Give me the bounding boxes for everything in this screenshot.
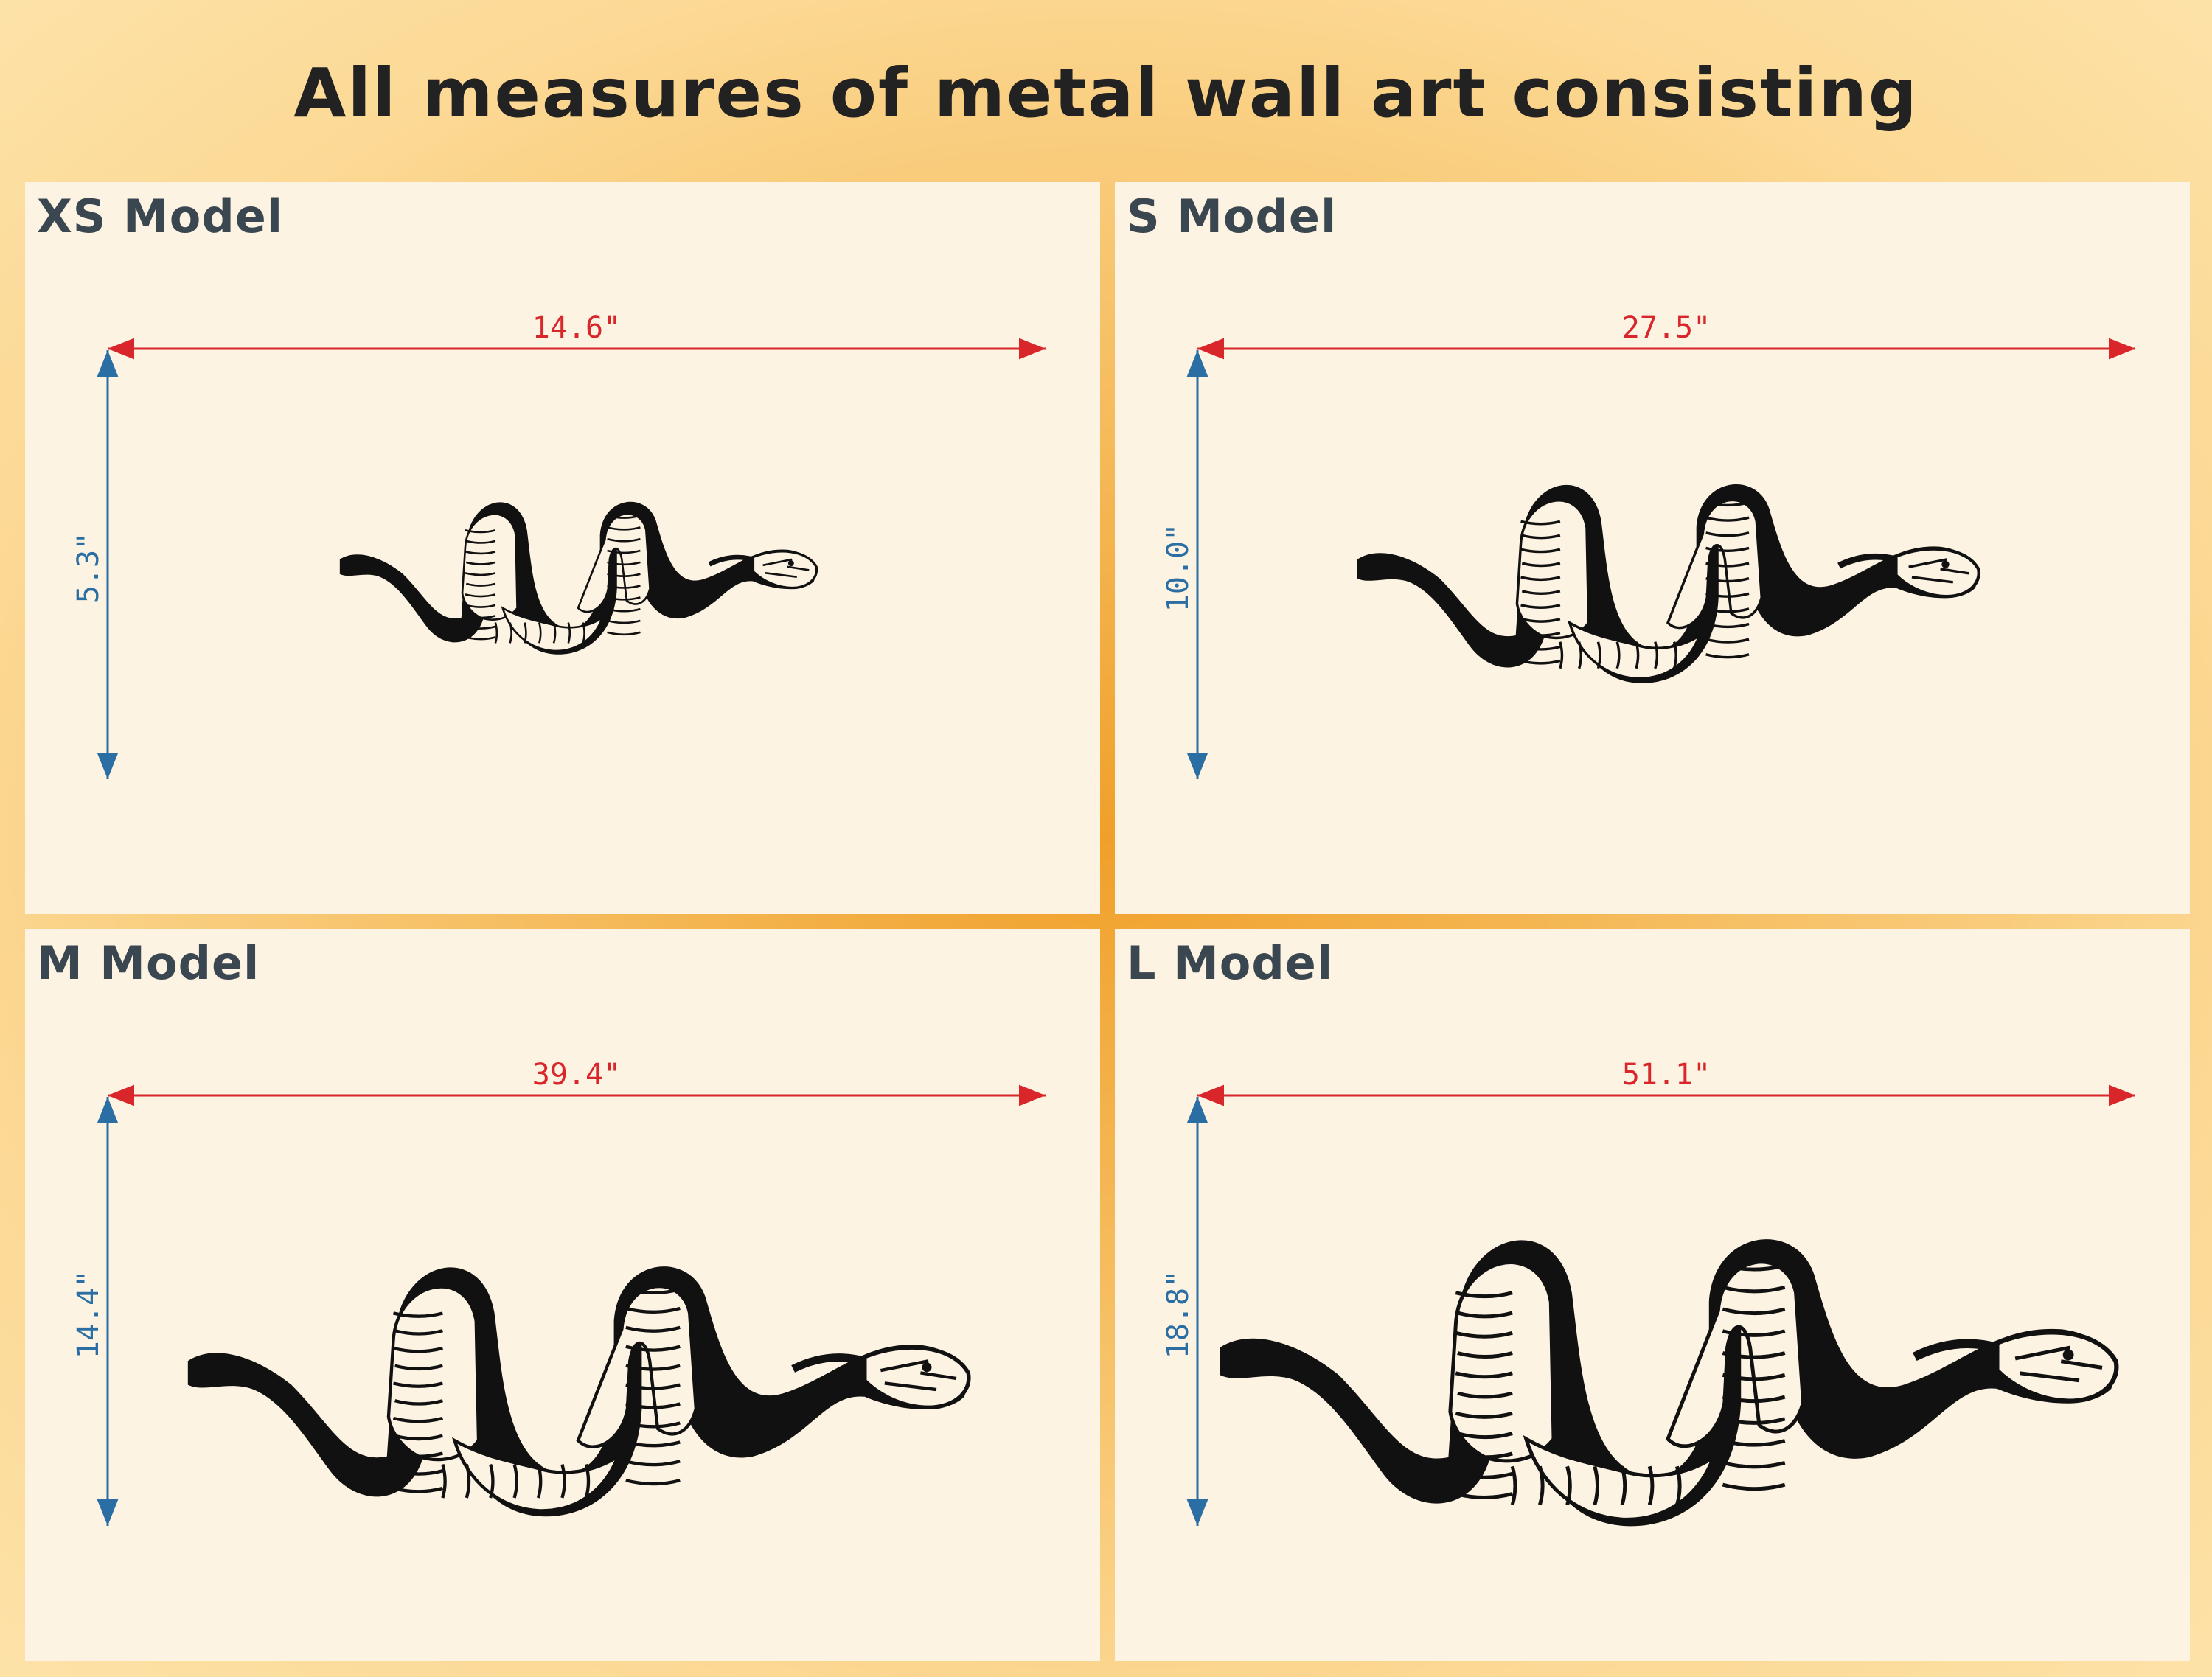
height-label: 14.4" [72,1269,105,1359]
dimension-arrows [1186,1084,2135,1526]
height-label: 10.0" [1161,523,1195,613]
height-label: 18.8" [1161,1269,1195,1359]
page-title: All measures of metal wall art consistin… [293,54,1919,133]
width-label: 27.5" [1621,311,1711,345]
model-label: S Model [1127,189,1338,243]
snake-drawing [187,1266,971,1517]
model-panel-xs: XS Model 14.6" 5.3" [25,182,1100,914]
model-panel-l: L Model 51.1" 18.8" [1115,929,2190,1661]
snake-silhouette-icon [1211,1165,2125,1552]
model-panel-s: S Model 27.5" 10.0" [1115,182,2190,914]
model-panel-m: M Model 39.4" 14.4" [25,929,1100,1661]
dimension-arrows [97,1084,1046,1526]
snake-silhouette-icon [335,462,821,669]
height-label: 5.3" [72,531,105,604]
snake-drawing [1357,484,1980,683]
width-label: 14.6" [532,311,622,345]
snake-drawing [1220,1239,2119,1527]
snake-silhouette-icon [180,1202,976,1539]
dimension-arrows [97,338,1046,779]
model-label: M Model [37,936,260,990]
width-label: 51.1" [1621,1058,1711,1092]
dimension-arrows [1186,338,2135,779]
model-label: L Model [1127,936,1334,990]
snake-drawing [339,501,818,655]
snake-silhouette-icon [1351,433,1985,702]
model-label: XS Model [37,189,284,243]
width-label: 39.4" [532,1058,622,1092]
